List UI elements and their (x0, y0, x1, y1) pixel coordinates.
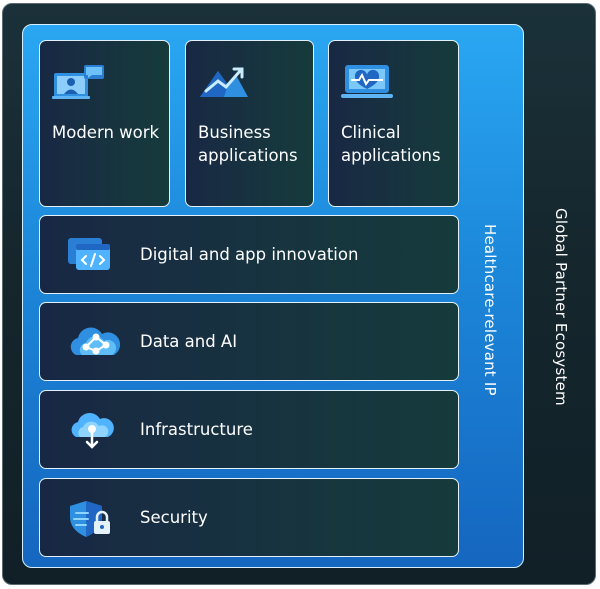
infrastructure-icon (68, 411, 116, 455)
row-label: Data and AI (140, 332, 238, 351)
row-security: Security (39, 478, 459, 557)
modern-work-icon (52, 63, 106, 105)
card-clinical-applications: Clinical applications (328, 40, 459, 207)
row-label: Digital and app innovation (140, 245, 359, 264)
card-modern-work: Modern work (39, 40, 170, 207)
card-label: Business applications (198, 123, 298, 165)
card-label: Modern work (52, 123, 160, 142)
row-data-ai: Data and AI (39, 302, 459, 381)
card-business-applications: Business applications (185, 40, 314, 207)
business-applications-icon (198, 63, 250, 103)
global-partner-ecosystem-label: Global Partner Ecosystem (552, 208, 570, 406)
clinical-applications-icon (341, 63, 393, 105)
security-icon (68, 499, 116, 543)
healthcare-ip-label: Healthcare-relevant IP (481, 224, 499, 396)
card-label: Clinical applications (341, 123, 441, 165)
row-label: Infrastructure (140, 420, 253, 439)
row-label: Security (140, 508, 208, 527)
row-infrastructure: Infrastructure (39, 390, 459, 469)
row-digital-app-innovation: Digital and app innovation (39, 215, 459, 294)
app-innovation-icon (68, 236, 112, 278)
data-ai-icon (68, 323, 121, 365)
